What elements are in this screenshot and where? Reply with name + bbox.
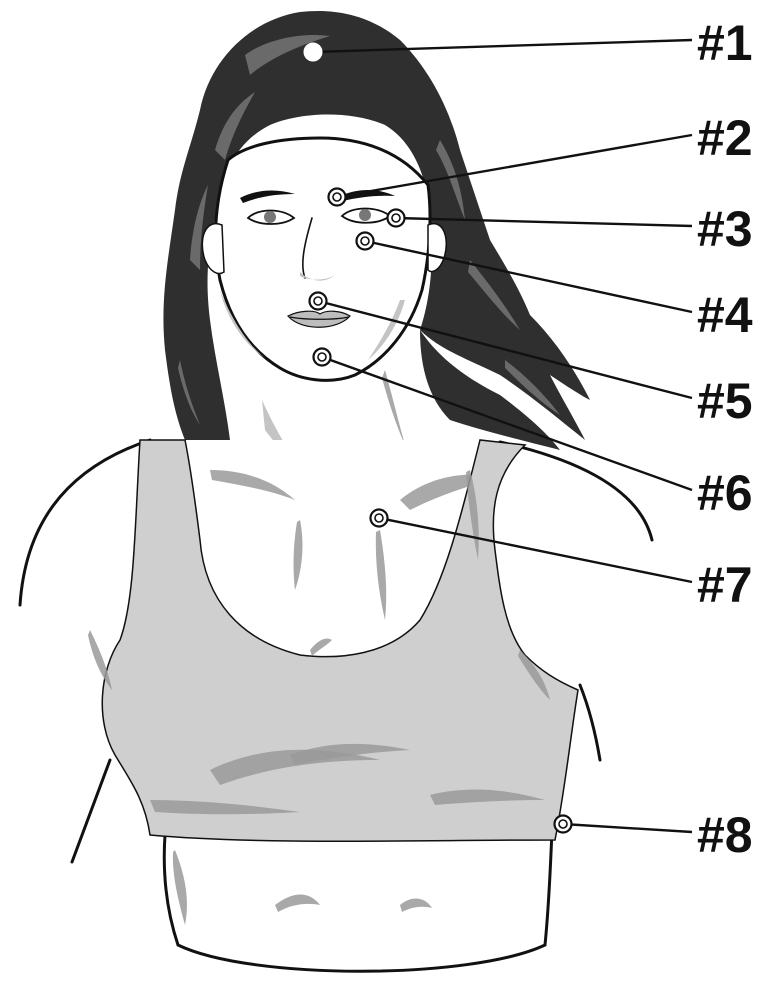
label-8: #8	[697, 807, 753, 863]
marker-4	[357, 233, 374, 250]
marker-6	[314, 349, 331, 366]
face	[202, 138, 446, 380]
label-5: #5	[697, 373, 753, 429]
marker-7	[371, 510, 388, 527]
marker-3	[388, 210, 405, 227]
label-4: #4	[697, 287, 753, 343]
label-7: #7	[697, 557, 753, 613]
label-2: #2	[697, 110, 753, 166]
marker-8	[555, 816, 572, 833]
label-6: #6	[697, 465, 753, 521]
leader-line-8	[563, 824, 692, 832]
label-3: #3	[697, 201, 753, 257]
labels: #1 #2 #3 #4 #5 #6 #7 #8	[697, 15, 753, 863]
marker-5	[310, 293, 327, 310]
marker-1	[304, 43, 322, 61]
label-1: #1	[697, 15, 753, 71]
marker-2	[329, 189, 346, 206]
